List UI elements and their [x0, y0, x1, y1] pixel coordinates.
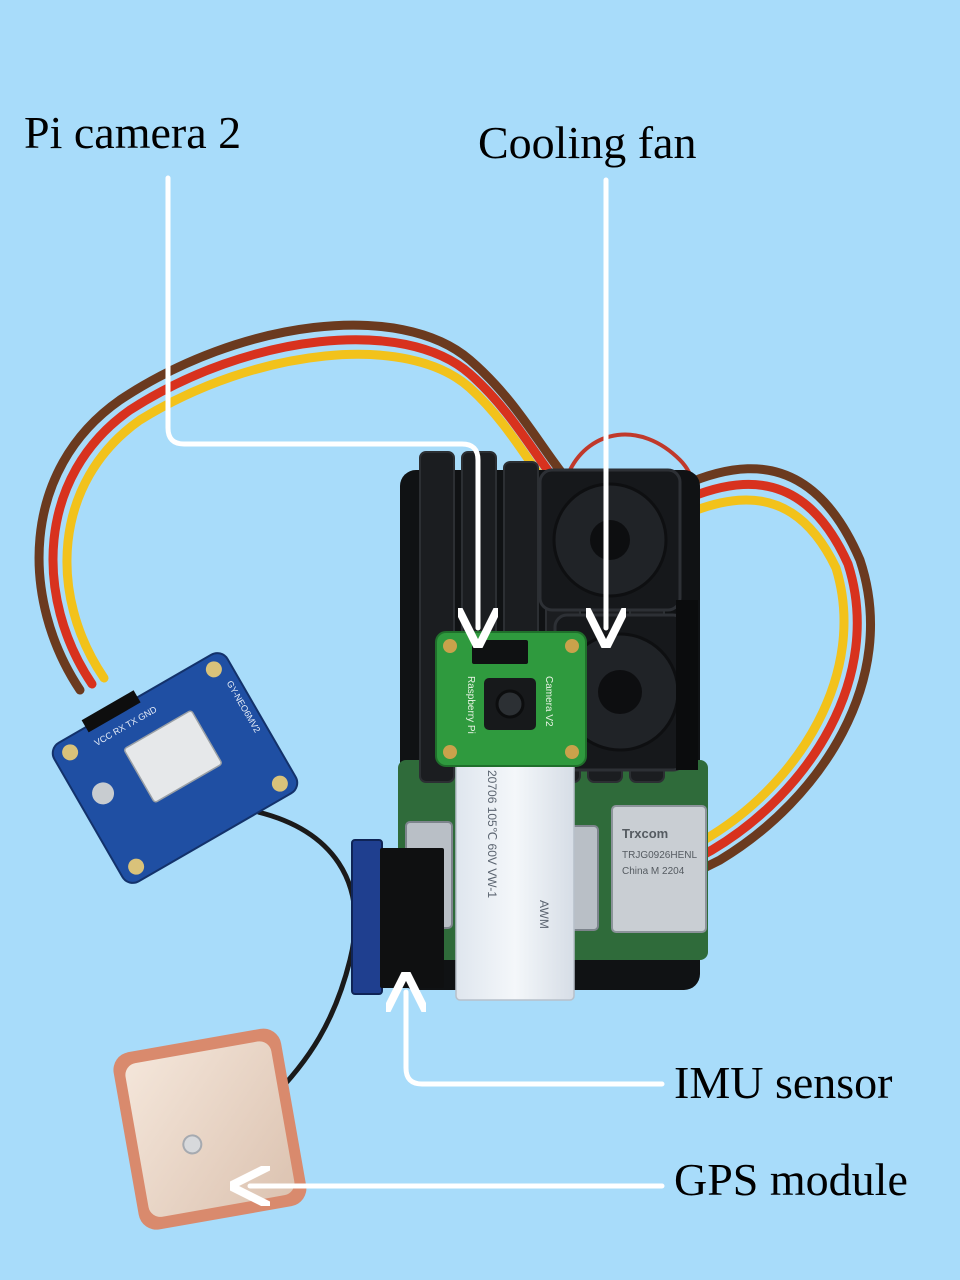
imu-sensor-label: IMU sensor — [674, 1057, 893, 1108]
ethernet-jack — [611, 805, 707, 933]
gps-receiver-board: VCC RX TX GND GY-NEO6MV2 — [51, 652, 299, 884]
ribbon-awm-text: AWM — [537, 900, 551, 929]
pi-camera-module: Raspberry Pi Camera V2 — [435, 631, 587, 767]
gps-patch-antenna — [113, 1028, 307, 1230]
imu-sensor-board — [351, 839, 444, 995]
camera-lens — [495, 689, 525, 719]
camera-model-text: Camera V2 — [543, 676, 554, 727]
pi-camera-pointer — [165, 175, 478, 628]
ribbon-spec-text: 20706 105℃ 60V VW-1 — [485, 770, 499, 898]
cooling-fan-label: Cooling fan — [478, 117, 697, 168]
ribbon-cable: 20706 105℃ 60V VW-1 AWM — [455, 759, 575, 1001]
ethernet-origin: China M 2204 — [622, 866, 685, 877]
pointer-lines — [165, 175, 665, 1186]
cooling-fan-upper — [538, 468, 682, 612]
gps-chip — [124, 710, 222, 803]
camera-brand-text: Raspberry Pi — [465, 676, 476, 734]
antenna-cable — [257, 809, 358, 1102]
pi-camera-label: Pi camera 2 — [24, 107, 242, 158]
ethernet-part: TRJG0926HENL — [622, 850, 697, 861]
gpio-header — [676, 600, 698, 770]
gps-pin-header — [81, 690, 141, 733]
gps-battery — [92, 782, 115, 805]
imu-sensor-pointer — [406, 992, 665, 1087]
ethernet-brand: Trxcom — [622, 826, 668, 841]
gps-module-label: GPS module — [674, 1154, 908, 1205]
